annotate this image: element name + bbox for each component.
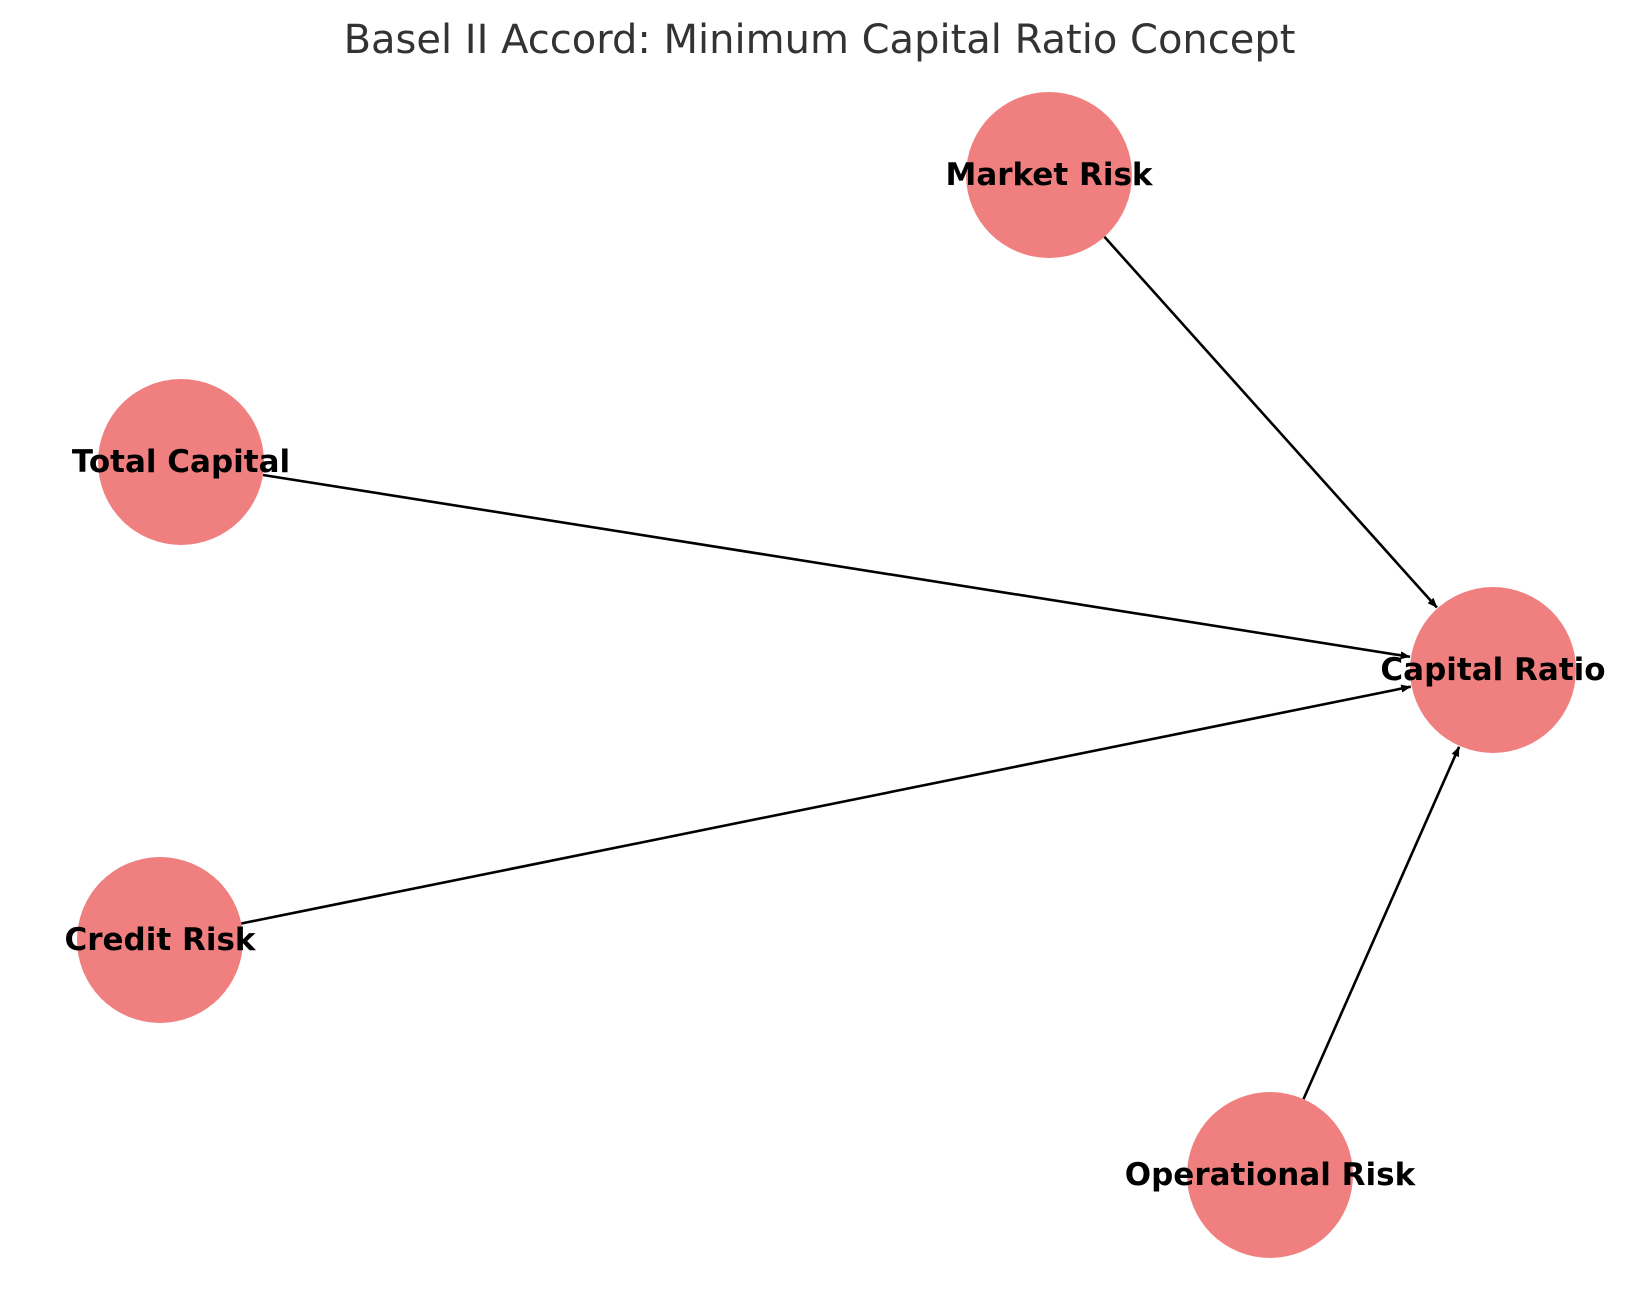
edge-total-capital-to-capital-ratio [262,473,1411,660]
node-capital-ratio: Capital Ratio [1380,587,1606,753]
node-label-credit-risk: Credit Risk [64,922,256,958]
node-circle-credit-risk [77,857,243,1023]
edge-operational-risk-to-capital-ratio [1302,746,1461,1100]
node-total-capital: Total Capital [72,379,290,545]
node-label-total-capital: Total Capital [72,444,290,480]
node-circle-operational-risk [1187,1092,1353,1258]
edge-credit-risk-to-capital-ratio [241,684,1412,925]
node-label-capital-ratio: Capital Ratio [1380,652,1605,688]
node-circle-capital-ratio [1410,587,1576,753]
diagram-title: Basel II Accord: Minimum Capital Ratio C… [344,17,1296,63]
node-operational-risk: Operational Risk [1125,1092,1417,1258]
node-label-market-risk: Market Risk [945,157,1153,193]
node-market-risk: Market Risk [945,92,1154,258]
node-label-operational-risk: Operational Risk [1125,1157,1417,1193]
edge-market-risk-to-capital-ratio [1103,235,1438,609]
edges-layer [241,235,1461,1100]
node-credit-risk: Credit Risk [64,857,257,1023]
node-circle-total-capital [98,379,264,545]
node-circle-market-risk [966,92,1132,258]
